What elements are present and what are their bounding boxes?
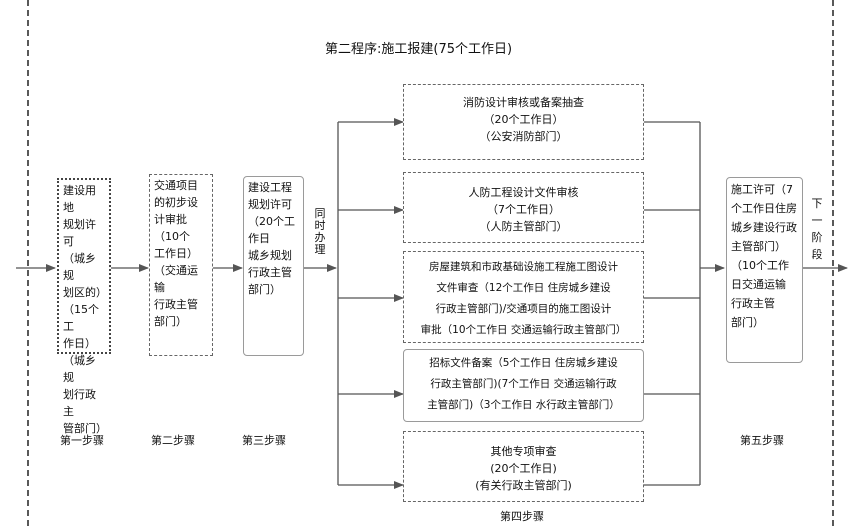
step3-box: 建设工程规划许可 （20个工作日城乡规划行政主管部门） (243, 176, 304, 356)
text-line: 人防工程设计文件审核 (468, 186, 579, 199)
step2-box: 交通项目的初步设计审批 （10个工作日） （交通运输行政主管部门） (149, 174, 213, 356)
text-line: 行政主管 (248, 266, 292, 279)
text-line: 管部门） (63, 422, 107, 435)
text-line: （城乡规 (63, 252, 96, 282)
text-line: （公安消防部门） (479, 130, 568, 143)
next-stage-label: 下一阶段 (811, 197, 823, 261)
step3-label: 第三步骤 (242, 434, 286, 447)
text-line: 建设用地 (63, 184, 96, 214)
step4-item-2-text: 人防工程设计文件审核 （7个工作日） （人防主管部门） (404, 184, 643, 235)
text-line: 城乡规划 (248, 249, 292, 262)
text-line: 的初步设 (154, 196, 198, 209)
step4-item-fire-review: 消防设计审核或备案抽查 （20个工作日） （公安消防部门） (403, 84, 644, 160)
text-line: （10个 (154, 230, 190, 243)
text-line: （20个工 (248, 215, 295, 228)
step4-item-other-reviews: 其他专项审查 (20个工作日) (有关行政主管部门) (403, 431, 644, 502)
step5-label: 第五步骤 (740, 434, 784, 447)
text-line: 规划许可 (63, 218, 96, 248)
text-line: 消防设计审核或备案抽查 (463, 96, 584, 109)
text-line: 划行政主 (63, 388, 96, 418)
text-line: 施工许可（7 (731, 183, 793, 196)
step4-item-5-text: 其他专项审查 (20个工作日) (有关行政主管部门) (404, 443, 643, 494)
text-line: （7个工作日） (487, 203, 560, 216)
text-line: 计审批 (154, 213, 187, 226)
text-line: (有关行政主管部门) (475, 479, 572, 492)
step2-text: 交通项目的初步设计审批 （10个工作日） （交通运输行政主管部门） (154, 177, 208, 330)
text-line: 建设工程 (248, 181, 292, 194)
page-title: 第二程序:施工报建(75个工作日) (325, 42, 513, 57)
text-line: 部门） (154, 315, 187, 328)
text-line: 城乡建设行政 (731, 221, 797, 234)
concurrent-label: 同时办理 (314, 207, 326, 256)
text-line: 房屋建筑和市政基础设施工程施工图设计 (429, 261, 618, 273)
text-line: (20个工作日) (490, 462, 557, 475)
text-line: 规划许可 (248, 198, 292, 211)
text-line: （交通运输 (154, 264, 198, 294)
text-line: （人防主管部门） (479, 220, 568, 233)
step4-label: 第四步骤 (500, 510, 544, 523)
text-line: 文件审查（12个工作日 住房城乡建设 (436, 282, 611, 294)
step2-label: 第二步骤 (151, 434, 195, 447)
text-line: 作日 (248, 232, 270, 245)
text-line: 部门） (248, 283, 281, 296)
text-line: 主管部门)（3个工作日 水行政主管部门） (427, 399, 620, 411)
text-line: 日交通运输 (731, 278, 786, 291)
text-line: （城乡规 (63, 354, 96, 384)
text-line: 主管部门） (731, 240, 786, 253)
step5-text: 施工许可（7 个工作日住房城乡建设行政主管部门） （10个工作日交通运输行政主管部门… (731, 180, 798, 332)
text-line: 作日） (63, 337, 96, 350)
step4-item-3-text: 房屋建筑和市政基础设施工程施工图设计文件审查（12个工作日 住房城乡建设行政主管… (404, 257, 643, 341)
step1-box: 建设用地规划许可（城乡规划区的）（15个工作日）（城乡规划行政主管部门） (57, 178, 111, 435)
step4-item-4-text: 招标文件备案（5个工作日 住房城乡建设行政主管部门)(7个工作日 交通运输行政主… (404, 353, 643, 416)
step1-label: 第一步骤 (60, 434, 104, 447)
step3-text: 建设工程规划许可 （20个工作日城乡规划行政主管部门） (248, 179, 299, 298)
text-line: 招标文件备案（5个工作日 住房城乡建设 (429, 357, 618, 369)
step4-item-tender-filing: 招标文件备案（5个工作日 住房城乡建设行政主管部门)(7个工作日 交通运输行政主… (403, 349, 644, 422)
text-line: 部门） (731, 316, 764, 329)
step4-item-civil-defense: 人防工程设计文件审核 （7个工作日） （人防主管部门） (403, 172, 644, 243)
text-line: 行政主管 (731, 297, 775, 310)
text-line: 行政主管部门)(7个工作日 交通运输行政 (430, 378, 617, 390)
text-line: 个工作日住房 (731, 202, 797, 215)
text-line: 其他专项审查 (490, 445, 557, 458)
step5-box: 施工许可（7 个工作日住房城乡建设行政主管部门） （10个工作日交通运输行政主管部门… (726, 177, 803, 363)
text-line: （20个工作日） (483, 113, 564, 126)
text-line: （15个工 (63, 303, 99, 333)
text-line: （10个工作 (731, 259, 789, 272)
text-line: 行政主管 (154, 298, 198, 311)
step4-item-construction-drawings: 房屋建筑和市政基础设施工程施工图设计文件审查（12个工作日 住房城乡建设行政主管… (403, 251, 644, 343)
text-line: 交通项目 (154, 179, 198, 192)
text-line: 行政主管部门)/交通项目的施工图设计 (435, 303, 612, 315)
text-line: 划区的） (63, 286, 107, 299)
step1-text: 建设用地规划许可（城乡规划区的）（15个工作日）（城乡规划行政主管部门） (63, 182, 107, 437)
step4-item-1-text: 消防设计审核或备案抽查 （20个工作日） （公安消防部门） (404, 94, 643, 145)
text-line: 审批（10个工作日 交通运输行政主管部门） (420, 324, 627, 336)
text-line: 工作日） (154, 247, 198, 260)
